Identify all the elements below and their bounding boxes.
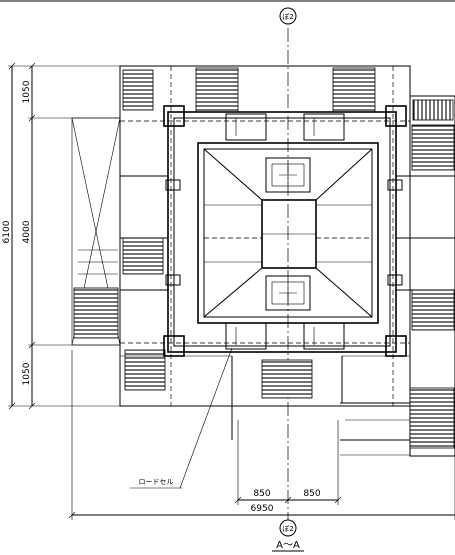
left-dimension-chain (8, 62, 120, 410)
grating-right-lower (411, 289, 455, 331)
grating-left-lower (73, 287, 119, 339)
frame-beams (120, 66, 455, 406)
grating-top-left (195, 67, 239, 113)
load-cell-callout: ロードセル (130, 347, 233, 489)
callout-label: ロードセル (139, 478, 174, 486)
grid-bubble-bottom-label: ぽ2 (282, 525, 293, 533)
grating-right-top (412, 99, 454, 121)
grating-bottom-center (261, 359, 313, 399)
grating-bottom-left (124, 349, 166, 391)
column-top-right (385, 105, 407, 127)
bracket-right-lower (387, 274, 403, 286)
bracket-left-upper (165, 179, 181, 191)
bracket-left-lower (165, 274, 181, 286)
column-top-left (163, 105, 185, 127)
grating-top-right (332, 67, 376, 113)
grating-right-upper (411, 124, 455, 171)
dim-left-bottom: 1050 (22, 362, 32, 385)
grid-bubble-bottom: ぽ2 (279, 519, 297, 537)
dim-bottom-right: 850 (303, 489, 320, 499)
dim-bottom-left: 850 (253, 489, 270, 499)
grid-bubble-top-label: ぽ2 (282, 13, 293, 21)
dim-left-mid: 4000 (22, 220, 32, 243)
lower-structure (78, 249, 410, 440)
grid-bubble-top: ぽ2 (279, 7, 297, 25)
bottom-dimension-chain (68, 350, 455, 520)
gate-top (265, 157, 311, 193)
dim-left-top: 1050 (22, 80, 32, 103)
hopper-plan (197, 142, 379, 324)
section-label: A～A (276, 540, 300, 551)
gate-bottom (265, 275, 311, 311)
grating-left-mid (122, 237, 164, 275)
bracket-right-upper (387, 179, 403, 191)
grating-top-far-left (122, 69, 154, 111)
dim-left-overall: 6100 (2, 220, 12, 243)
grating-right-bottom (409, 387, 455, 449)
dim-bottom-overall: 6950 (251, 504, 274, 514)
